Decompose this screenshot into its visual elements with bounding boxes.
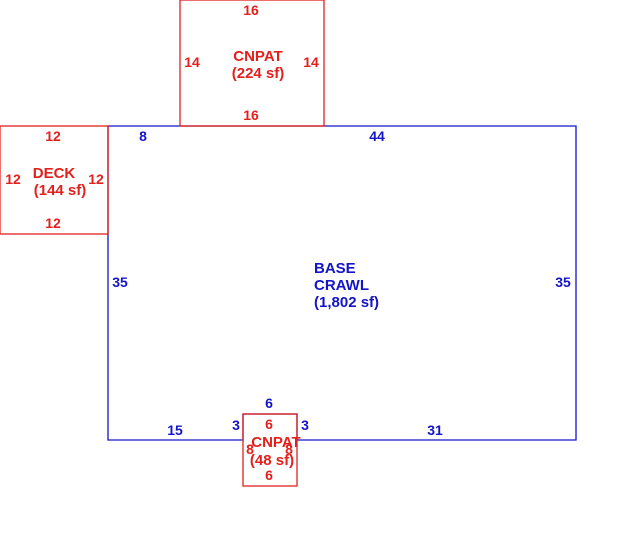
deck-dim-right: 12 — [88, 171, 104, 187]
base-dim-right: 35 — [555, 274, 571, 290]
cnpat-top-name: CNPAT — [233, 48, 282, 65]
base-area: (1,802 sf) — [314, 294, 379, 311]
cnpat-bottom-dim-right: 8 — [285, 441, 293, 457]
cnpat-top-dim-right: 14 — [303, 54, 319, 70]
deck-area: (144 sf) — [34, 182, 87, 199]
cnpat-bottom-area: (48 sf) — [250, 452, 294, 469]
deck-dim-top: 12 — [45, 128, 61, 144]
cnpat-top-dim-bottom: 16 — [243, 107, 259, 123]
base-name-line1: BASE — [314, 260, 356, 277]
base-dim-top-right: 44 — [369, 128, 385, 144]
cnpat-top-area: (224 sf) — [232, 65, 285, 82]
base-dim-notch-left: 3 — [232, 417, 240, 433]
base-dim-bottom-right: 31 — [427, 422, 443, 438]
deck-dim-left: 12 — [5, 171, 21, 187]
cnpat-bottom-dim-left: 8 — [246, 441, 254, 457]
cnpat-top-dim-left: 14 — [184, 54, 200, 70]
base-dim-left: 35 — [112, 274, 128, 290]
cnpat-bottom-dim-top: 6 — [265, 416, 273, 432]
cnpat-bottom-name: CNPAT — [251, 434, 300, 451]
deck-dim-bottom: 12 — [45, 215, 61, 231]
cnpat-bottom-dim-bottom: 6 — [265, 467, 273, 483]
base-name-line2: CRAWL — [314, 277, 369, 294]
base-dim-notch-top: 6 — [265, 395, 273, 411]
deck-name: DECK — [33, 165, 76, 182]
deck-outline — [0, 125, 109, 235]
cnpat-top-dim-top: 16 — [243, 2, 259, 18]
cnpat-top-outline — [179, 0, 325, 127]
base-dim-notch-right: 3 — [301, 417, 309, 433]
cnpat-bottom-outline — [242, 413, 298, 487]
base-dim-bottom-left: 15 — [167, 422, 183, 438]
base-dim-top-left: 8 — [139, 128, 147, 144]
